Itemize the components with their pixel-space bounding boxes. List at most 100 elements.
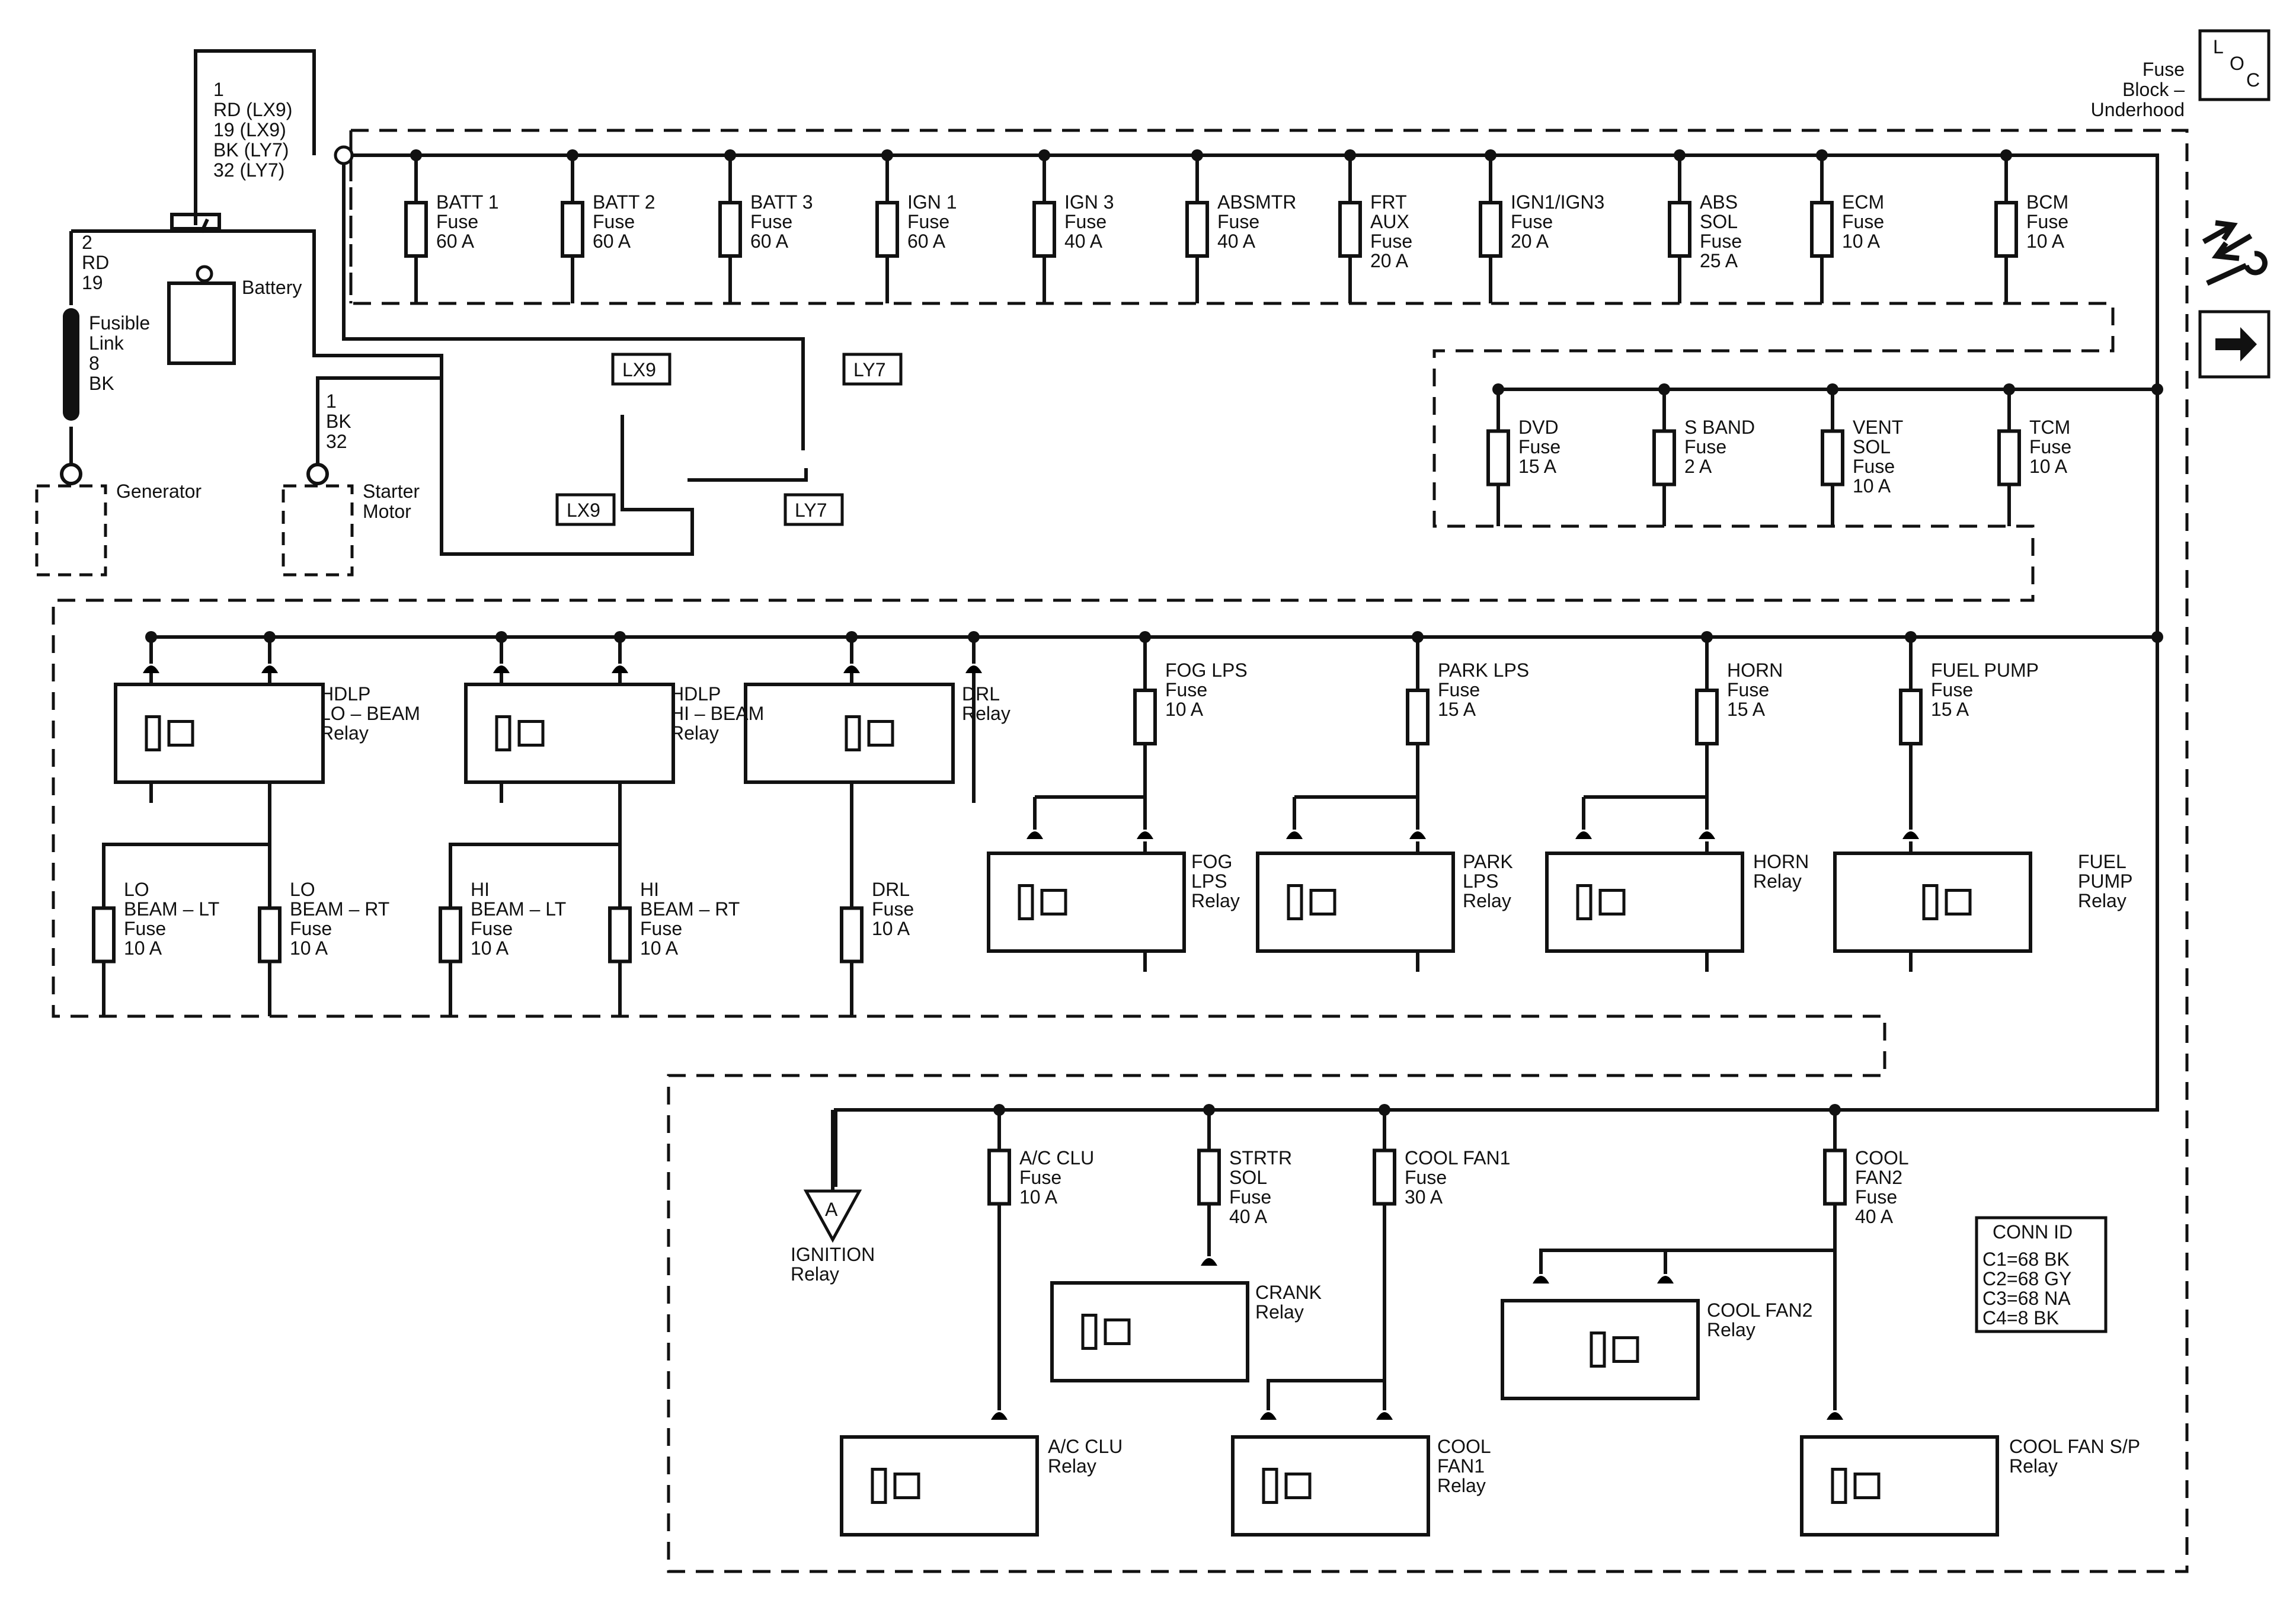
option-label: LX9 — [567, 500, 600, 521]
fuse-block-title-line: Underhood — [2091, 99, 2185, 120]
fusible-link-label-line: BK — [89, 373, 114, 394]
relay-label-row3-line: Relay — [320, 722, 369, 744]
relay-label-row4-line: A/C CLU — [1048, 1436, 1123, 1457]
fuse-row1-7 — [1479, 201, 1502, 258]
wire — [997, 1244, 1837, 1410]
tools-icon[interactable] — [2202, 220, 2268, 286]
terminal — [143, 665, 159, 673]
fuse-label-row3-line: 10 A — [872, 918, 910, 939]
starter-wire-label-line: 1 — [326, 391, 337, 412]
splice-dot — [881, 149, 893, 161]
starter-label-line: Motor — [363, 501, 411, 522]
wire — [344, 153, 2159, 1187]
fuse-label-row1-line: ABS — [1700, 191, 1738, 213]
fuse-label-row1-line: 40 A — [1217, 231, 1256, 252]
fuse-label-row1-line: ABSMTR — [1217, 191, 1296, 213]
fuse-label-row1-line: 25 A — [1700, 250, 1738, 271]
fuse-row4-3 — [1823, 1148, 1847, 1206]
fuse-label-row1-line: 10 A — [1842, 231, 1881, 252]
fuse-row3-bottom-7 — [608, 906, 632, 964]
fuse-label-row1-line: BCM — [2026, 191, 2068, 213]
fusible-link-label-line: 8 — [89, 353, 100, 374]
fuse-label-row3-line: 15 A — [1438, 699, 1476, 720]
fuse-label-row1-line: 60 A — [593, 231, 631, 252]
fuse-label-row1-line: AUX — [1370, 211, 1409, 232]
fuse-label-row4-line: Fuse — [1855, 1186, 1897, 1208]
generator-wire-label-line: RD — [82, 252, 109, 273]
relay-label-row4-line: Relay — [1255, 1301, 1304, 1323]
r4-relay-ac — [840, 1435, 1039, 1537]
generator-terminal — [60, 463, 82, 485]
fuse-row3-bottom-6 — [439, 906, 462, 964]
splice-dot — [1827, 383, 1838, 395]
fuse-label-row4-line: A/C CLU — [1019, 1147, 1094, 1169]
r3-relay-6 — [1833, 852, 2032, 953]
splice-dot — [145, 631, 157, 643]
fuse-label-row1-line: Fuse — [907, 211, 949, 232]
starter-terminal — [306, 463, 329, 485]
fuse-label-row4-line: Fuse — [1405, 1167, 1447, 1188]
loc-icon[interactable]: L O C — [2198, 29, 2271, 101]
fuse-label-row2-line: VENT — [1853, 417, 1903, 438]
loc-letter-c: C — [2246, 69, 2260, 91]
fuse-label-row1-line: 60 A — [907, 231, 946, 252]
fuse-row3-bottom-5 — [258, 906, 282, 964]
fuse-label-row2-line: S BAND — [1684, 417, 1755, 438]
fuse-label-row1-line: IGN1/IGN3 — [1511, 191, 1604, 213]
relay-label-row4-line: Relay — [2009, 1455, 2058, 1477]
fuse-row1-2 — [718, 201, 742, 258]
relay-label-row3-line: DRL — [962, 683, 1000, 705]
fuse-label-row1-line: Fuse — [1511, 211, 1553, 232]
fuse-label-row1-line: IGN 1 — [907, 191, 957, 213]
splice-dot — [567, 149, 578, 161]
fuse-label-row1-line: 20 A — [1511, 231, 1549, 252]
fuse-label-row3-line: FOG LPS — [1165, 660, 1248, 681]
fuse-label-row1-line: BATT 2 — [593, 191, 655, 213]
fuse-label-row1-line: IGN 3 — [1064, 191, 1114, 213]
fuse-label-row4-line: FAN2 — [1855, 1167, 1902, 1188]
fuse-label-row1-line: 60 A — [750, 231, 789, 252]
starter-wire-label-line: 32 — [326, 431, 347, 452]
splice-dot — [1658, 383, 1670, 395]
terminal — [1575, 831, 1592, 839]
relay-label-row3-line: Relay — [670, 722, 719, 744]
splice-dot — [2000, 149, 2012, 161]
fuse-label-row3-line: 10 A — [640, 937, 679, 959]
fuse-label-row3-line: Fuse — [124, 918, 166, 939]
fuse-label-row1-line: Fuse — [1842, 211, 1884, 232]
relay-label-row4-line: FAN1 — [1437, 1455, 1485, 1477]
right-arrow-icon[interactable] — [2198, 310, 2271, 379]
ignition-relay-triangle — [803, 1189, 862, 1243]
r3-relay-2 — [744, 683, 955, 784]
wire — [170, 213, 221, 231]
relay-label-row4-line: Relay — [1048, 1455, 1096, 1477]
r3-relay-1 — [464, 683, 675, 784]
splice-dot — [1829, 1104, 1841, 1116]
fuse-label-row1-line: 20 A — [1370, 250, 1409, 271]
splice-dot — [1344, 149, 1356, 161]
fuse-label-row4-line: 40 A — [1855, 1206, 1894, 1227]
generator-wire-label-line: 19 — [82, 272, 103, 293]
fuse-label-row2-line: 15 A — [1518, 456, 1557, 477]
terminal — [261, 665, 278, 673]
relay-label-row3-line: Relay — [1463, 890, 1511, 911]
fuse-row1-3 — [875, 201, 899, 258]
fuse-block-title-line: Block – — [2122, 79, 2185, 100]
